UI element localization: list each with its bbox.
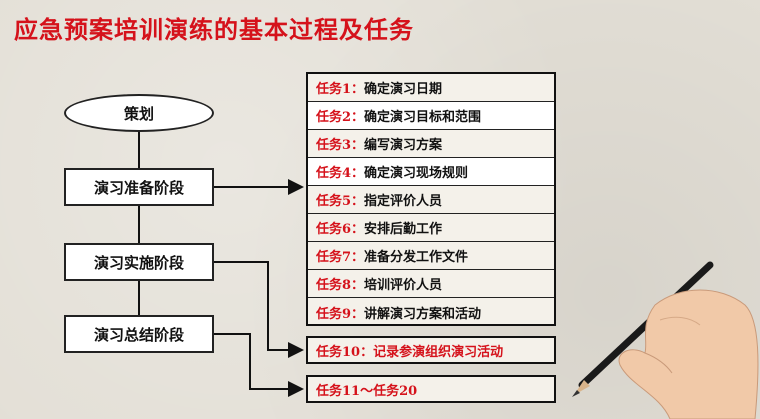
task-item: 任务9：讲解演习方案和活动 [316, 306, 482, 322]
phase-prepare: 演习准备阶段 [64, 168, 214, 206]
phase-summary: 演习总结阶段 [64, 315, 214, 353]
plan-node: 策划 [64, 94, 214, 132]
phase-execute: 演习实施阶段 [64, 243, 214, 281]
task-item: 任务8：培训评价人员 [308, 270, 554, 298]
task-item: 任务4：确定演习现场规则 [308, 158, 554, 186]
page-title: 应急预案培训演练的基本过程及任务 [14, 16, 414, 44]
task-item: 任务6：安排后勤工作 [308, 214, 554, 242]
task-10: 任务10：记录参演组织演习活动 [306, 336, 556, 364]
task-11-20: 任务11～任务20 [306, 375, 556, 403]
task-item: 任务1：确定演习日期 [308, 74, 554, 102]
task-item: 任务3：编写演习方案 [308, 130, 554, 158]
task-item: 任务7：准备分发工作文件 [308, 242, 554, 270]
task-list: 任务1：确定演习日期 任务2：确定演习目标和范围 任务3：编写演习方案 任务4：… [306, 72, 556, 326]
summary-arrow [214, 333, 304, 397]
task-item: 任务5：指定评价人员 [308, 186, 554, 214]
task-item: 任务2：确定演习目标和范围 [308, 102, 554, 130]
hand-pencil-illustration [572, 261, 759, 419]
impl-arrow [214, 261, 304, 358]
